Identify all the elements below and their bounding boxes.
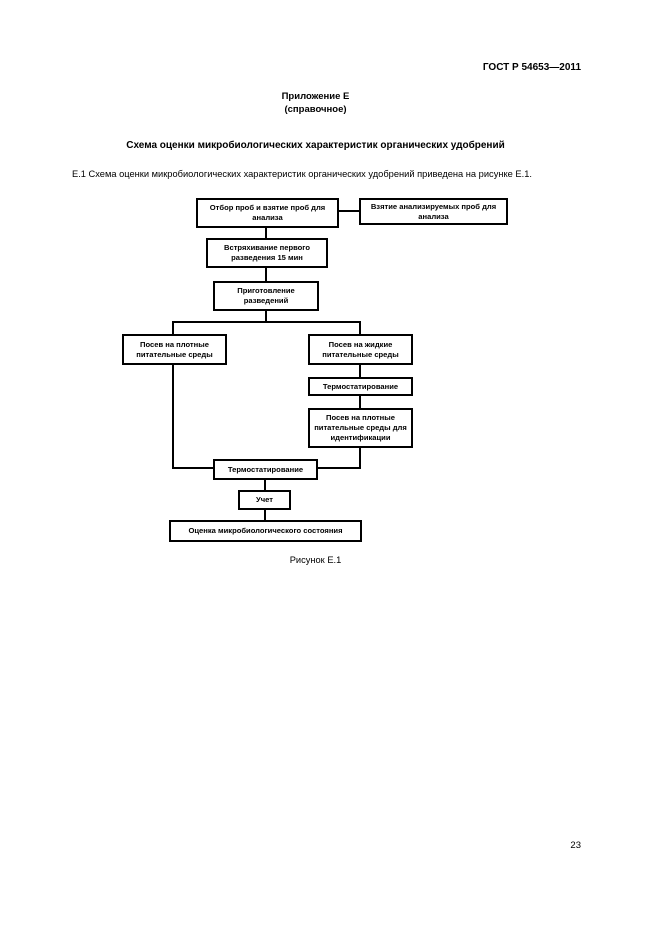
- connector-line: [265, 268, 267, 281]
- connector-line: [339, 210, 359, 212]
- connector-line: [359, 365, 361, 377]
- connector-line: [172, 365, 174, 469]
- appendix-subtitle: (справочное): [284, 103, 347, 115]
- connector-line: [264, 480, 266, 490]
- page-number: 23: [570, 840, 581, 851]
- section-title: Схема оценки микробиологических характер…: [126, 140, 505, 151]
- connector-line: [265, 227, 267, 238]
- flow-box-accounting: Учет: [238, 490, 291, 510]
- connector-line: [172, 467, 213, 469]
- connector-line: [172, 321, 174, 334]
- flow-box-solid-media: Посев на плотные питательные среды: [122, 334, 227, 365]
- connector-line: [359, 321, 361, 334]
- figure-caption: Рисунок Е.1: [289, 555, 342, 565]
- body-paragraph: Е.1 Схема оценки микробиологических хара…: [72, 169, 532, 179]
- document-header: ГОСТ Р 54653—2011: [482, 62, 581, 73]
- flow-box-thermostating-2: Термостатирование: [213, 459, 318, 480]
- appendix-title: Приложение Е: [281, 91, 350, 102]
- flow-box-thermostating-1: Термостатирование: [308, 377, 413, 396]
- connector-line: [172, 321, 361, 323]
- flow-box-sampling: Отбор проб и взятие проб для анализа: [196, 198, 339, 228]
- connector-line: [359, 448, 361, 469]
- flow-box-dilutions: Приготовление разведений: [213, 281, 319, 311]
- connector-line: [265, 311, 267, 323]
- connector-line: [264, 510, 266, 520]
- flow-box-shaking: Встряхивание первого разведения 15 мин: [206, 238, 328, 268]
- flow-box-solid-media-identification: Посев на плотные питательные среды для и…: [308, 408, 413, 448]
- connector-line: [318, 467, 361, 469]
- connector-line: [359, 396, 361, 408]
- flow-box-final-assessment: Оценка микробиологического состояния: [169, 520, 362, 542]
- flow-box-taking: Взятие анализируемых проб для анализа: [359, 198, 508, 225]
- flow-box-liquid-media: Посев на жидкие питательные среды: [308, 334, 413, 365]
- appendix-heading: Приложение Е (справочное): [0, 91, 631, 117]
